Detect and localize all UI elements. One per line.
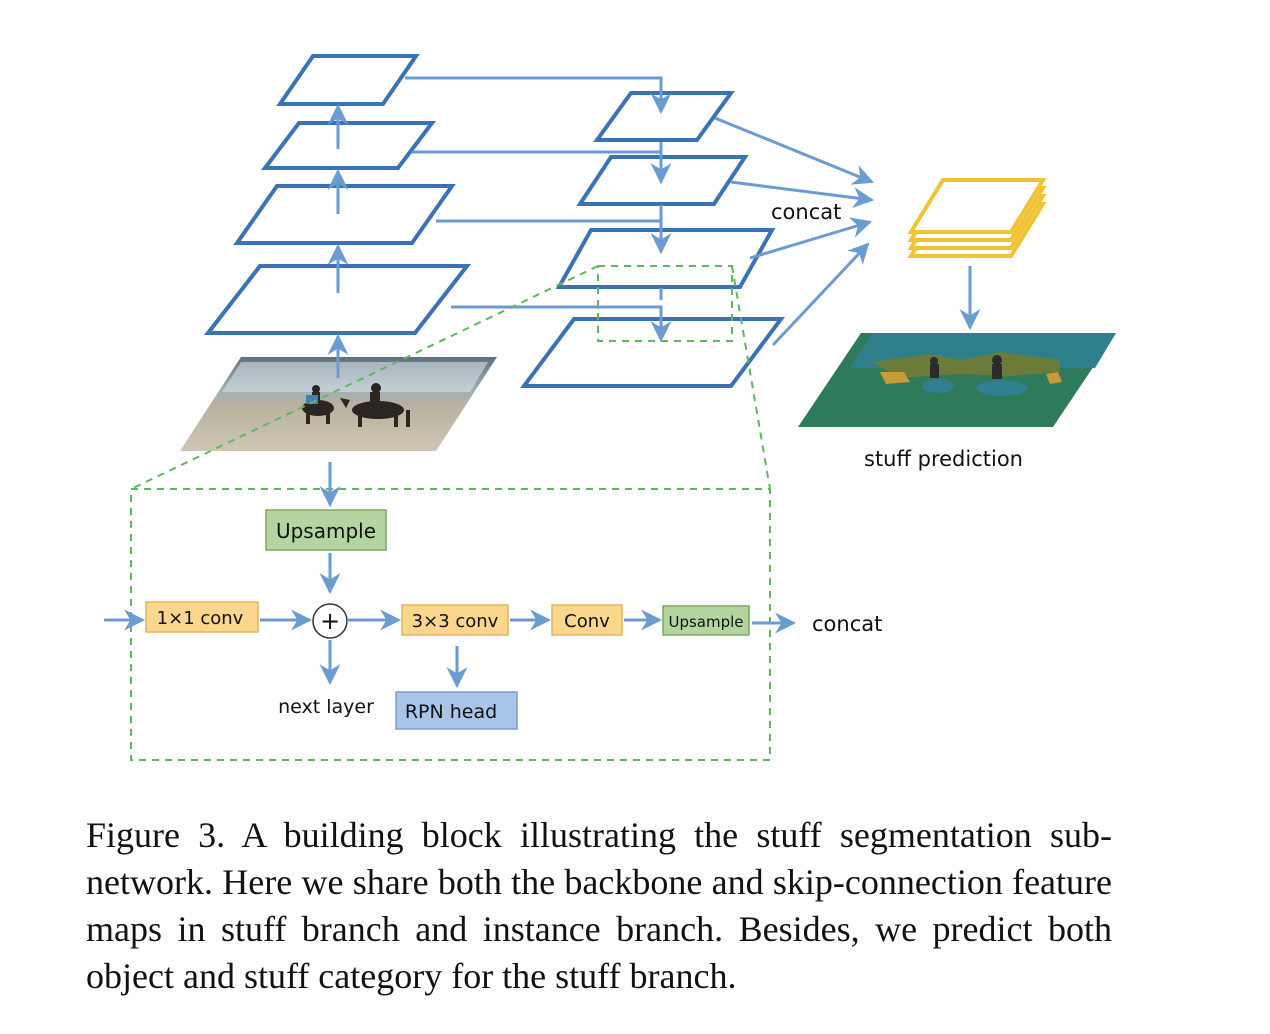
backbone-level-4 [276, 54, 420, 106]
upsample-box [265, 509, 387, 551]
skip-level-4 [520, 317, 785, 388]
lateral-arrows [405, 76, 672, 343]
concat-arrows [714, 116, 875, 347]
figure-caption: Figure 3. A building block illustrating … [86, 815, 1112, 996]
stuff-prediction-map [798, 333, 1116, 427]
stuff-segmentation-diagram: concat stuff prediction Upsamp [104, 54, 1116, 761]
next-layer-label: next layer [278, 696, 374, 718]
zoom-source-box [597, 265, 733, 342]
conv3x3-label: 3×3 conv [412, 611, 499, 632]
zoom-guides [130, 265, 771, 761]
upsample-small-label: Upsample [668, 613, 743, 631]
input-image [180, 357, 497, 451]
add-node-symbol: + [320, 607, 340, 635]
conv-box [551, 604, 623, 636]
backbone-feature-maps [203, 54, 472, 335]
conv1x1-label: 1×1 conv [157, 608, 244, 629]
backbone-level-3 [260, 121, 437, 170]
backbone-level-2 [233, 184, 456, 245]
conv3x3-box [401, 604, 509, 636]
stuff-prediction-label: stuff prediction [864, 447, 1023, 471]
rpn-head-box [395, 691, 518, 730]
conv1x1-box [145, 601, 259, 633]
skip-level-3 [555, 228, 776, 289]
skip-feature-maps [520, 91, 785, 388]
concat-label-top: concat [771, 200, 841, 224]
backbone-level-1 [203, 264, 472, 335]
stuff-output-stack [907, 178, 1047, 258]
skip-level-2 [576, 155, 749, 206]
building-block: Upsample 1×1 conv + 3×3 conv Conv Upsamp… [104, 462, 882, 730]
conv-label: Conv [564, 611, 610, 632]
upsample-box-label: Upsample [276, 519, 376, 543]
skip-level-1 [593, 91, 735, 142]
upsample-small-box [662, 605, 750, 636]
concat-label-bottom: concat [812, 612, 882, 636]
rpn-head-label: RPN head [405, 701, 497, 723]
